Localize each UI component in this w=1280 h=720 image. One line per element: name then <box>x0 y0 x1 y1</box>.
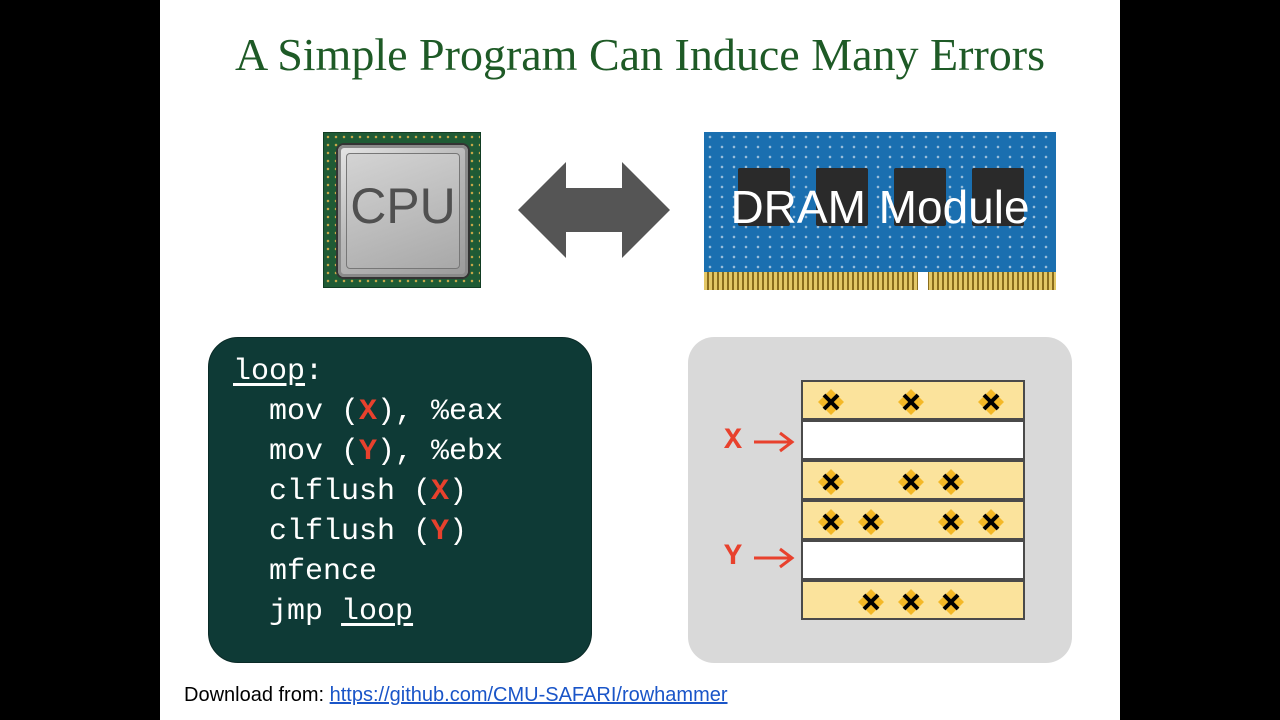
github-link[interactable]: https://github.com/CMU-SAFARI/rowhammer <box>329 684 728 706</box>
bit-flip-error-icon <box>937 588 965 616</box>
cpu-label: CPU <box>350 178 456 234</box>
arrow-right-icon <box>754 431 795 453</box>
bit-flip-error-icon <box>817 468 845 496</box>
memory-row-victim <box>801 500 1025 540</box>
memory-row-victim <box>801 580 1025 620</box>
footer-prefix: Download from: <box>184 684 330 706</box>
pointer-y: Y <box>724 538 800 578</box>
bit-flip-error-icon <box>817 508 845 536</box>
slide-title: A Simple Program Can Induce Many Errors <box>235 29 1045 80</box>
cpu-heat-spreader <box>338 145 468 277</box>
code-line: loop: <box>233 355 324 389</box>
code-line: jmp loop <box>233 595 414 629</box>
memory-row-aggressor <box>801 420 1025 460</box>
memory-chip <box>972 168 1024 226</box>
loop-label: loop <box>233 355 306 389</box>
bit-flip-error-icon <box>857 588 885 616</box>
bit-flip-error-icon <box>897 588 925 616</box>
register-x: X <box>431 475 450 509</box>
double-arrow-icon <box>518 162 670 258</box>
bit-flip-error-icon <box>937 468 965 496</box>
dram-pins <box>704 272 1056 290</box>
dram-module-image: DRAM Module <box>704 132 1056 290</box>
register-y: Y <box>359 435 378 469</box>
code-line: clflush (Y) <box>233 515 468 549</box>
pointer-x-label: X <box>724 424 743 458</box>
arrow-right-icon <box>754 547 795 569</box>
register-y: Y <box>431 515 450 549</box>
bit-flip-error-icon <box>977 388 1005 416</box>
memory-row-victim <box>801 380 1025 420</box>
memory-chip <box>894 168 946 226</box>
code-line: clflush (X) <box>233 475 468 509</box>
pointer-x: X <box>724 422 800 462</box>
bit-flip-error-icon <box>977 508 1005 536</box>
memory-chip <box>816 168 868 226</box>
memory-rows-diagram: X Y <box>688 337 1072 663</box>
dram-label: DRAM Module <box>730 181 1030 233</box>
cpu-chip-image: CPU <box>323 132 481 288</box>
bit-flip-error-icon <box>937 508 965 536</box>
bit-flip-error-icon <box>897 468 925 496</box>
pointer-y-label: Y <box>724 540 743 574</box>
slide: A Simple Program Can Induce Many Errors … <box>160 0 1120 720</box>
code-line: mov (X), %eax <box>233 395 504 429</box>
code-line: mfence <box>233 555 378 589</box>
memory-chip <box>738 168 790 226</box>
memory-row-victim <box>801 460 1025 500</box>
memory-row-aggressor <box>801 540 1025 580</box>
loop-label: loop <box>341 595 414 629</box>
register-x: X <box>359 395 378 429</box>
code-line: mov (Y), %ebx <box>233 435 504 469</box>
bit-flip-error-icon <box>857 508 885 536</box>
bit-flip-error-icon <box>897 388 925 416</box>
bit-flip-error-icon <box>817 388 845 416</box>
assembly-code-box: loop: mov (X), %eax mov (Y), %ebx clflus… <box>208 337 592 663</box>
download-footer: Download from: https://github.com/CMU-SA… <box>184 684 728 707</box>
